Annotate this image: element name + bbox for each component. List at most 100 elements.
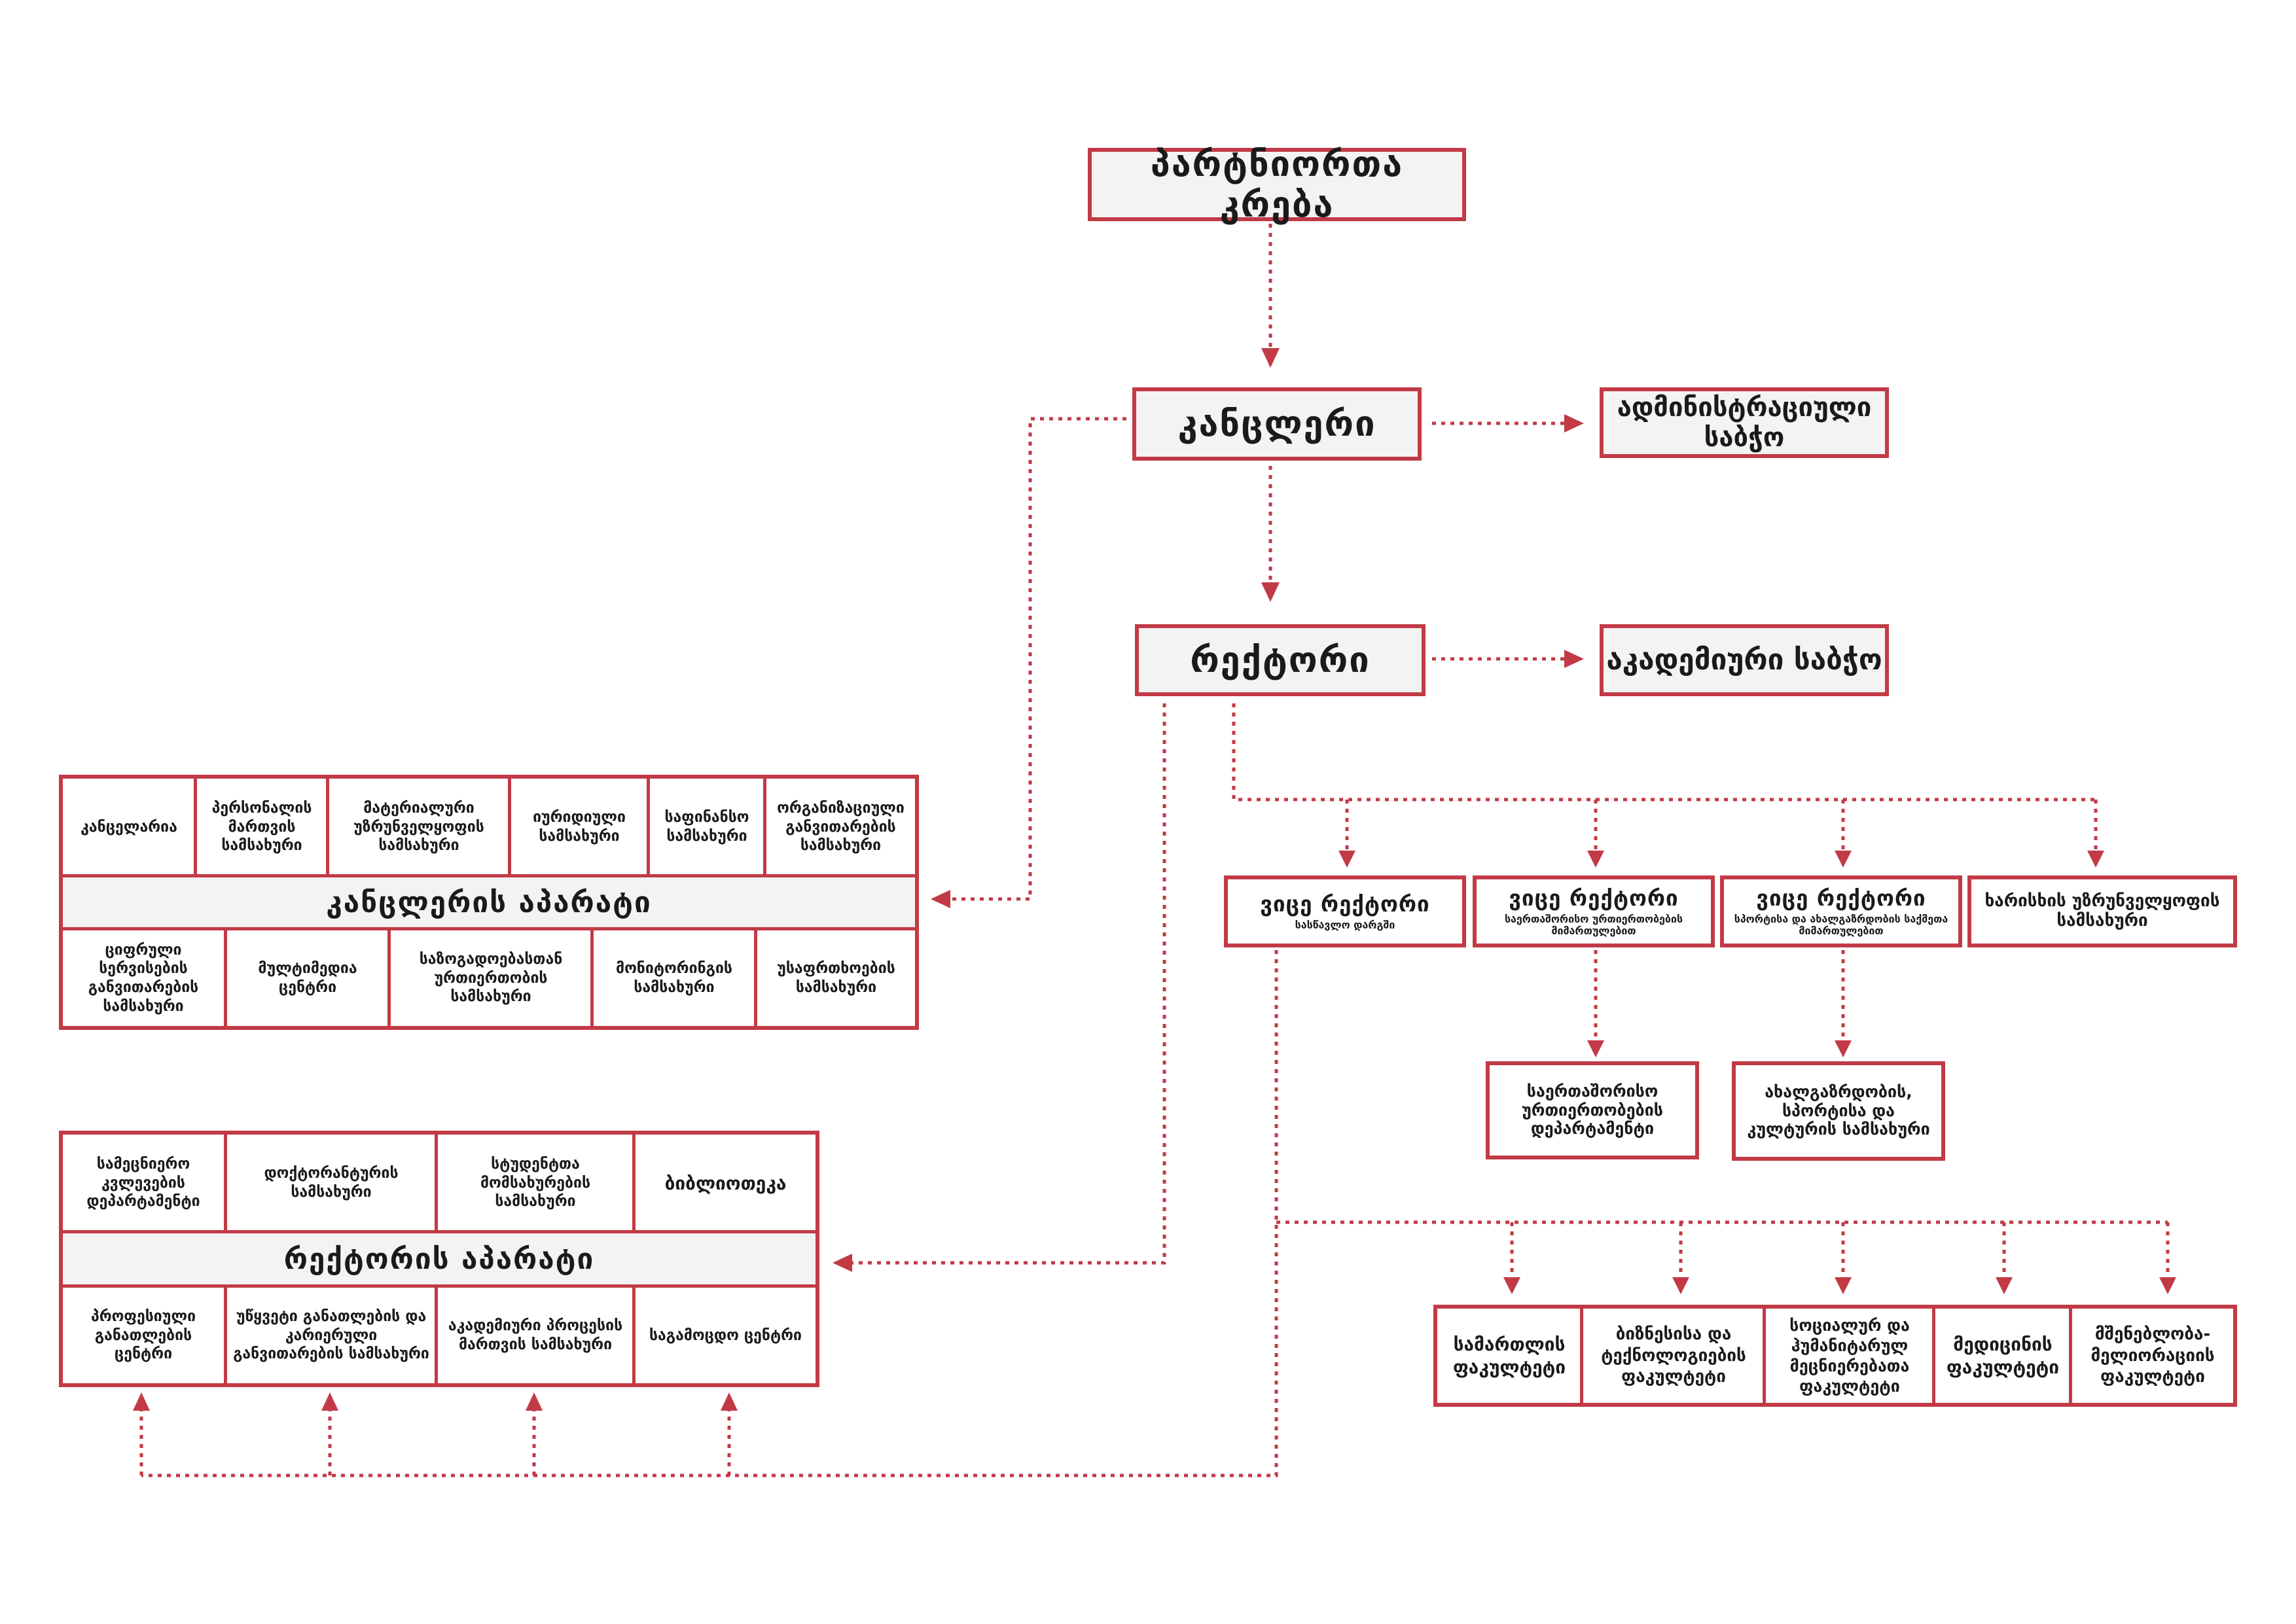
research-department-label: სამეცნიერო კვლევების დეპარტამენტი — [86, 1155, 200, 1210]
digital-services: ციფრული სერვისების განვითარების სამსახურ… — [63, 930, 224, 1026]
legal-service: იურიდიული სამსახური — [511, 779, 647, 875]
student-service-label: სტუდენტთა მომსახურების სამსახური — [480, 1155, 591, 1210]
international-department-label: საერთაშორისო ურთიერთობების დეპარტამენტი — [1521, 1081, 1663, 1139]
examination-center: საგამოცდო ცენტრი — [636, 1288, 816, 1383]
partners-assembly-label: პარტნიორთა კრება — [1150, 143, 1404, 225]
line-rector-apparatus — [844, 703, 1166, 1265]
divider — [387, 930, 391, 1026]
rector-apparatus-title-label: რექტორის აპარატი — [283, 1242, 595, 1276]
arrow-to-academic — [1564, 650, 1584, 668]
faculty-business-label: ბიზნესისა და ტექნოლოგიების ფაკულტეტი — [1601, 1324, 1746, 1387]
rector-apparatus — [59, 1131, 819, 1387]
chancellor-label: კანცლერი — [1177, 402, 1376, 444]
vice-rector-subtitle: სასწავლო დარგში — [1295, 918, 1395, 931]
faculty-business: ბიზნესისა და ტექნოლოგიების ფაკულტეტი — [1583, 1309, 1764, 1403]
admin-board-label: ადმინისტრაციული საბჭო — [1617, 393, 1872, 453]
arrow-rapp-3 — [526, 1392, 543, 1411]
continuing-education-service-label: უწყვეტი განათლების და კარიერული განვითარ… — [233, 1307, 429, 1363]
quality-assurance-label: ხარისხის უზრუნველყოფის სამსახური — [1984, 891, 2220, 930]
org-development-service-label: ორგანიზაციული განვითარების სამსახური — [777, 799, 905, 855]
arrow-to-chancellor-apparatus — [931, 890, 950, 908]
arrow-to-rector — [1261, 582, 1280, 602]
library: ბიბლიოთეკა — [636, 1135, 816, 1231]
vice-rector-international-box: ვიცე რექტორი საერთაშორისო ურთიერთობების … — [1473, 875, 1715, 947]
divider — [435, 1288, 438, 1383]
vice-rector-sport-box: ვიცე რექტორი სპორტისა და ახალგაზრდობის ს… — [1720, 875, 1962, 947]
library-label: ბიბლიოთეკა — [664, 1172, 787, 1194]
arrow-fac-4 — [1996, 1277, 2013, 1294]
vice-rector-subtitle: საერთაშორისო ურთიერთობების მიმართულებით — [1504, 912, 1683, 937]
rector-label: რექტორი — [1190, 639, 1371, 680]
arrow-vice-3 — [1835, 851, 1852, 868]
faculties-group — [1433, 1305, 2237, 1407]
faculty-construction-label: მშენებლობა-მელიორაციის ფაკულტეტი — [2090, 1324, 2215, 1387]
chancellery-office: კანცელარია — [63, 779, 195, 875]
faculty-construction: მშენებლობა-მელიორაციის ფაკულტეტი — [2072, 1309, 2233, 1403]
divider — [224, 930, 227, 1026]
divider — [1580, 1309, 1583, 1403]
arrow-rapp-1 — [133, 1392, 150, 1411]
arrow-vice-1 — [1338, 851, 1355, 868]
faculty-medicine: მედიცინის ფაკულტეტი — [1935, 1309, 2070, 1403]
vice-rector-title: ვიცე რექტორი — [1756, 885, 1926, 911]
admin-board-box: ადმინისტრაციული საბჭო — [1600, 387, 1889, 458]
divider — [754, 930, 757, 1026]
academic-board-label: აკადემიური საბჭო — [1606, 643, 1882, 677]
arrow-rapp-2 — [321, 1392, 338, 1411]
divider — [224, 1288, 227, 1383]
divider — [1763, 1309, 1766, 1403]
finance-service-label: საფინანსო სამსახური — [664, 809, 749, 845]
faculty-law: სამართლის ფაკულტეტი — [1437, 1309, 1581, 1403]
monitoring-service-label: მონიტორინგის სამსახური — [616, 960, 732, 996]
arrow-vice-2 — [1587, 851, 1604, 868]
continuing-education-service: უწყვეტი განათლების და კარიერული განვითარ… — [227, 1288, 435, 1383]
arrow-fac-5 — [2159, 1277, 2176, 1294]
vice-rector-subtitle: სპორტისა და ახალგაზრდობის საქმეთა მიმართ… — [1734, 912, 1948, 937]
faculty-medicine-label: მედიცინის ფაკულტეტი — [1946, 1333, 2060, 1378]
legal-service-label: იურიდიული სამსახური — [533, 809, 626, 845]
vice-rector-teaching-box: ვიცე რექტორი სასწავლო დარგში — [1224, 875, 1466, 947]
chancellor-box: კანცლერი — [1132, 387, 1422, 461]
divider — [508, 779, 511, 875]
chancellor-apparatus-title: კანცლერის აპარატი — [63, 874, 915, 930]
research-department: სამეცნიერო კვლევების დეპარტამენტი — [63, 1135, 224, 1231]
arrow-to-admin — [1564, 414, 1584, 432]
org-development-service: ორგანიზაციული განვითარების სამსახური — [766, 779, 915, 875]
finance-service: საფინანსო სამსახური — [650, 779, 764, 875]
arrow-youth — [1835, 1040, 1852, 1057]
rector-apparatus-title: რექტორის აპარატი — [63, 1230, 816, 1288]
chancellor-apparatus — [59, 775, 919, 1030]
line-vice1-down — [141, 950, 1278, 1477]
student-service: სტუდენტთა მომსახურების სამსახური — [438, 1135, 633, 1231]
international-department-box: საერთაშორისო ურთიერთობების დეპარტამენტი — [1486, 1061, 1699, 1159]
arrow-fac-2 — [1672, 1277, 1689, 1294]
arrow-to-chancellor — [1261, 348, 1280, 368]
divider — [590, 930, 594, 1026]
divider — [326, 779, 329, 875]
arrow-rapp-4 — [721, 1392, 738, 1411]
partners-assembly-box: პარტნიორთა კრება — [1088, 143, 1466, 225]
divider — [647, 779, 650, 875]
examination-center-label: საგამოცდო ცენტრი — [649, 1326, 802, 1344]
doctoral-service: დოქტორანტურის სამსახური — [227, 1135, 435, 1231]
divider — [194, 779, 197, 875]
chancellor-apparatus-title-label: კანცლერის აპარატი — [326, 885, 652, 919]
multimedia-center: მულტიმედია ცენტრი — [227, 930, 388, 1026]
arrow-intl — [1587, 1040, 1604, 1057]
divider — [1932, 1309, 1935, 1403]
monitoring-service: მონიტორინგის სამსახური — [594, 930, 755, 1026]
quality-assurance-box: ხარისხის უზრუნველყოფის სამსახური — [1967, 875, 2237, 947]
divider — [224, 1135, 227, 1231]
multimedia-center-label: მულტიმედია ცენტრი — [258, 960, 357, 996]
academic-process-service: აკადემიური პროცესის მართვის სამსახური — [438, 1288, 633, 1383]
arrow-to-rector-apparatus — [833, 1254, 852, 1272]
divider — [763, 779, 766, 875]
arrow-fac-3 — [1835, 1277, 1852, 1294]
youth-service-label: ახალგაზრდობის, სპორტისა და კულტურის სამს… — [1747, 1082, 1930, 1139]
faculty-law-label: სამართლის ფაკულტეტი — [1452, 1333, 1566, 1378]
divider — [435, 1135, 438, 1231]
faculty-social-humanities-label: სოციალურ და ჰუმანიტარულ მეცნიერებათა ფაკ… — [1789, 1315, 1910, 1396]
vocational-education-center: პროფესიული განათლების ცენტრი — [63, 1288, 224, 1383]
divider — [632, 1135, 636, 1231]
line-rector-branches — [1232, 703, 2096, 802]
